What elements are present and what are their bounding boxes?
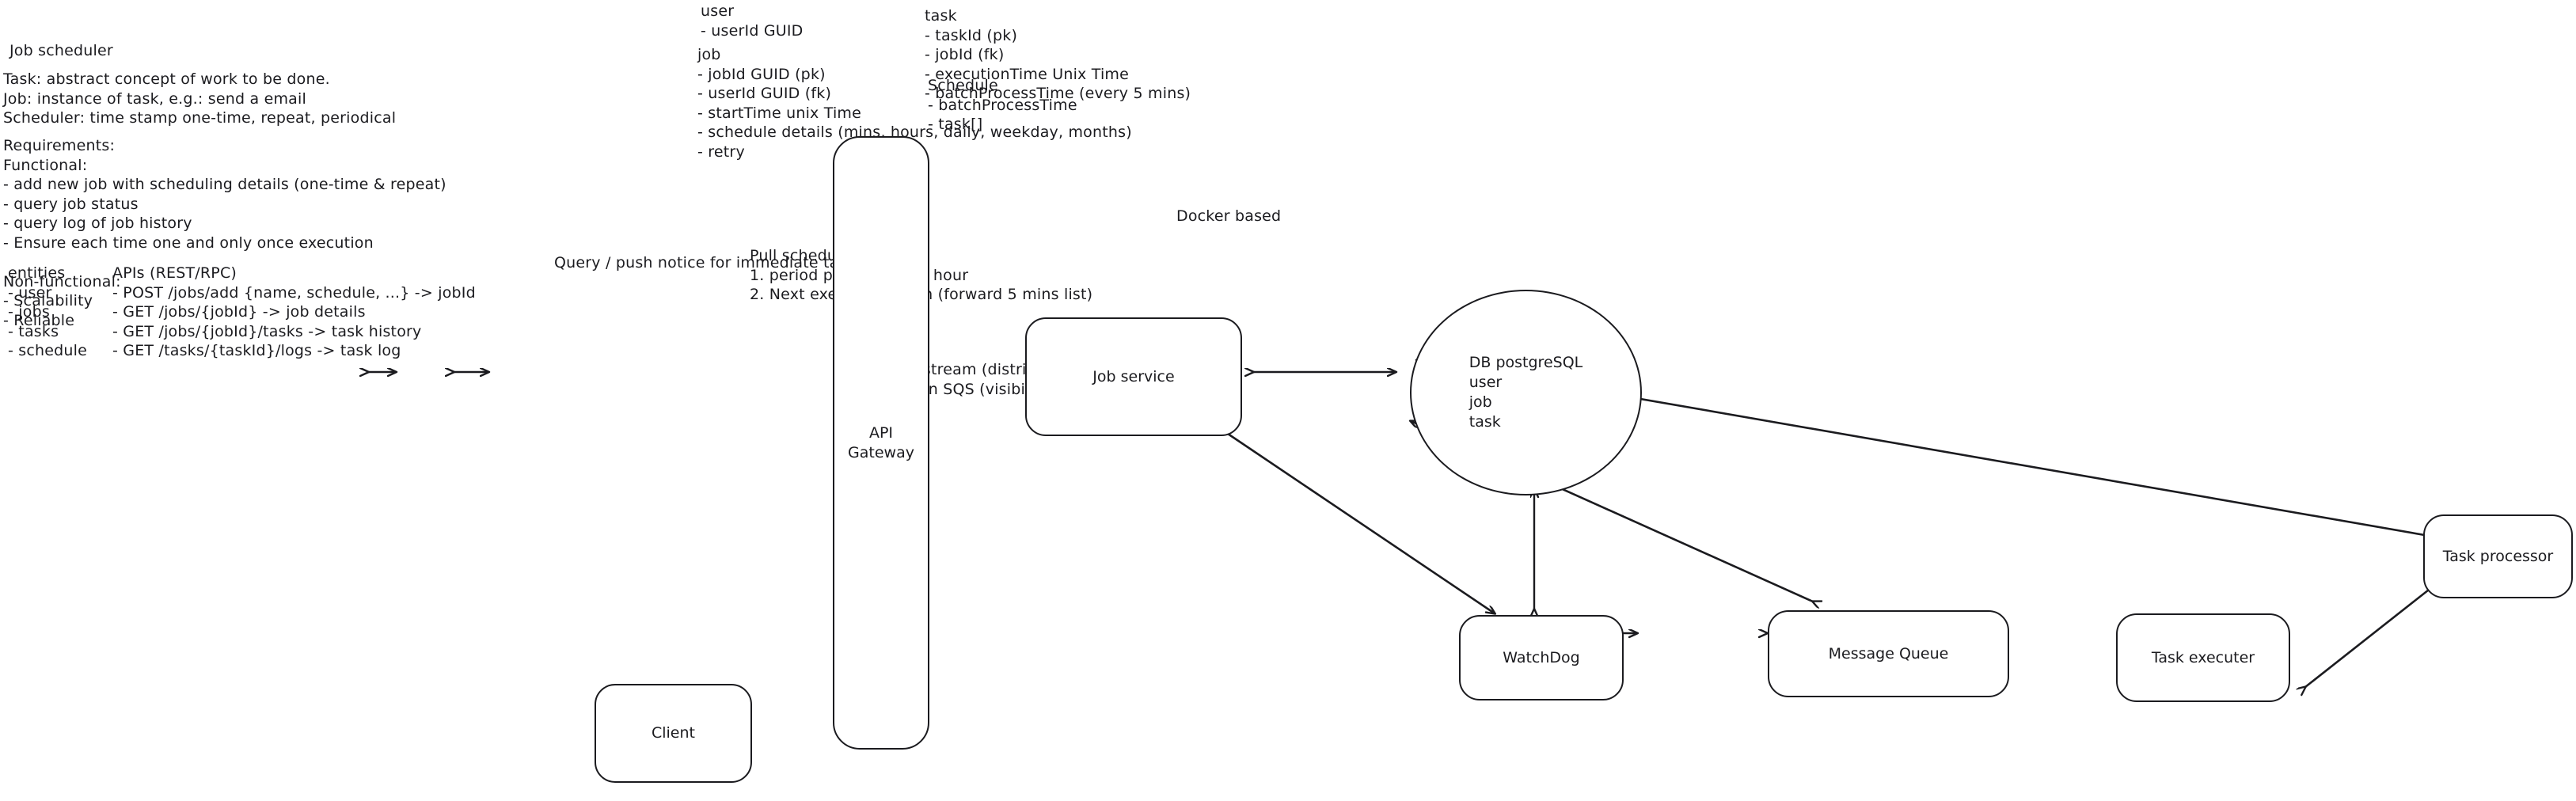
node-job-service[interactable]: Job service bbox=[1025, 317, 1242, 436]
schema-user-note: user - userId GUID bbox=[701, 2, 804, 40]
docker-based-note: Docker based bbox=[1176, 207, 1282, 225]
diagram-title: Job scheduler bbox=[9, 42, 113, 59]
node-database[interactable]: DB postgreSQL user job task bbox=[1410, 290, 1642, 495]
node-watchdog[interactable]: WatchDog bbox=[1459, 615, 1624, 700]
node-client[interactable]: Client bbox=[595, 684, 752, 783]
query-push-note: Query / push notice for immediate task bbox=[554, 254, 856, 271]
apis-note: APIs (REST/RPC) - POST /jobs/add {name, … bbox=[112, 264, 476, 359]
arrow-task-executer-task-processor bbox=[2305, 584, 2436, 687]
definitions-note: Task: abstract concept of work to be don… bbox=[3, 70, 397, 127]
database-label: DB postgreSQL user job task bbox=[1468, 354, 1583, 431]
schema-job-note: job - jobId GUID (pk) - userId GUID (fk)… bbox=[697, 46, 1132, 161]
requirements-note: Requirements: Functional: - add new job … bbox=[3, 137, 446, 329]
node-message-queue[interactable]: Message Queue bbox=[1768, 610, 2009, 697]
node-api-gateway[interactable]: API Gateway bbox=[833, 136, 929, 750]
node-task-executer[interactable]: Task executer bbox=[2116, 613, 2290, 702]
node-task-processor[interactable]: Task processor bbox=[2423, 514, 2573, 598]
entities-note: entities - user - jobs - tasks - schedul… bbox=[8, 264, 88, 359]
schema-schedule-note: Schedule - batchProcessTime - task[] bbox=[928, 77, 1077, 133]
schema-task-note: task - taskId (pk) - jobId (fk) - execut… bbox=[925, 7, 1191, 102]
